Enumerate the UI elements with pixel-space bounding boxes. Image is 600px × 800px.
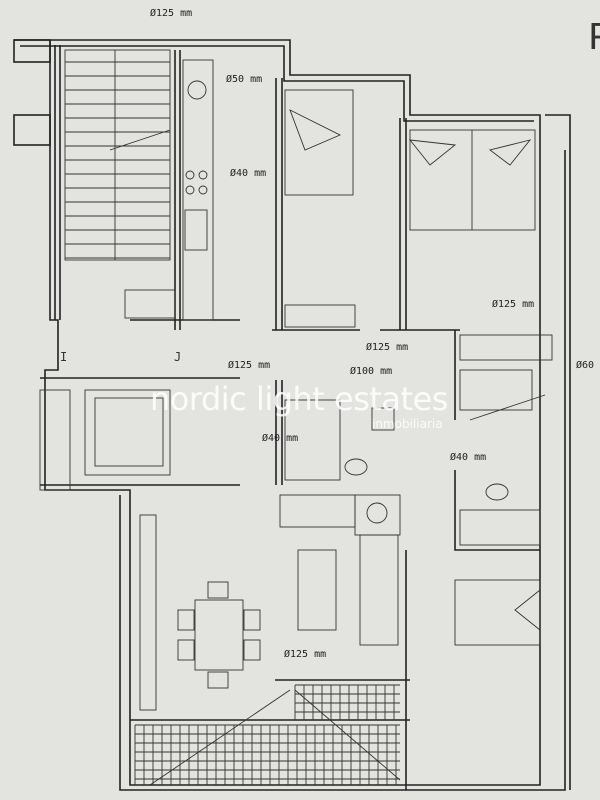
- grid-mark-i: I: [60, 350, 68, 364]
- dimension-label: Ø50 mm: [226, 74, 263, 85]
- dimension-label: Ø40 mm: [262, 433, 299, 444]
- dimension-label: Ø125 mm: [492, 299, 535, 310]
- dimension-label: Ø125 mm: [150, 8, 193, 19]
- dimension-label: Ø125 mm: [366, 342, 409, 353]
- dimension-label: Ø100 mm: [350, 366, 393, 377]
- interior-walls: [40, 45, 540, 790]
- kitchen-fixtures: [124, 59, 214, 321]
- corner-letter: P: [588, 17, 600, 58]
- exterior-walls: [13, 39, 571, 791]
- dimension-label: Ø40 mm: [230, 168, 267, 179]
- beds: [284, 89, 553, 646]
- grid-mark-j: J: [174, 350, 182, 364]
- dimension-label: Ø40 mm: [450, 452, 487, 463]
- stairs: [64, 49, 171, 261]
- watermark-brand: nordic light estates: [150, 380, 448, 418]
- dimension-label: Ø125 mm: [228, 360, 271, 371]
- living-furniture: [139, 494, 401, 711]
- elevator-and-baths: [39, 369, 546, 501]
- watermark-sub: inmobiliaria: [372, 417, 443, 431]
- terrace-tiles: [134, 684, 400, 785]
- dimension-label: Ø125 mm: [284, 649, 327, 660]
- dimension-label: Ø60: [576, 360, 595, 371]
